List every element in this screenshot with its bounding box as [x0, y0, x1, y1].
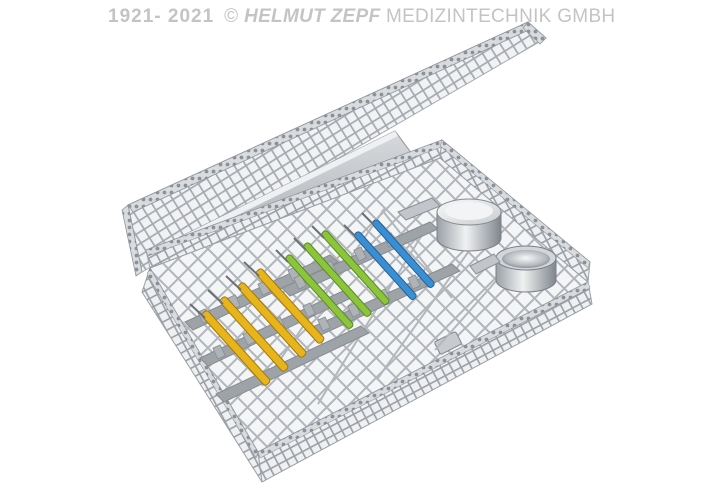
tray-base: [141, 139, 593, 483]
watermark-copyright-symbol: ©: [224, 6, 239, 27]
closed-container: [436, 198, 502, 252]
yellow-instruments: [189, 261, 325, 386]
watermark-company: MEDIZINTECHNIK GMBH: [385, 6, 616, 27]
watermark-years: 1921- 2021: [108, 6, 215, 27]
watermark-brand: HELMUT ZEPF: [244, 6, 381, 27]
copyright-watermark: 1921- 2021 © HELMUT ZEPF MEDIZINTECHNIK G…: [108, 6, 615, 28]
container-holder: [397, 197, 501, 275]
open-bowl: [495, 245, 557, 293]
green-instruments: [275, 225, 390, 329]
blue-instruments: [343, 212, 435, 300]
